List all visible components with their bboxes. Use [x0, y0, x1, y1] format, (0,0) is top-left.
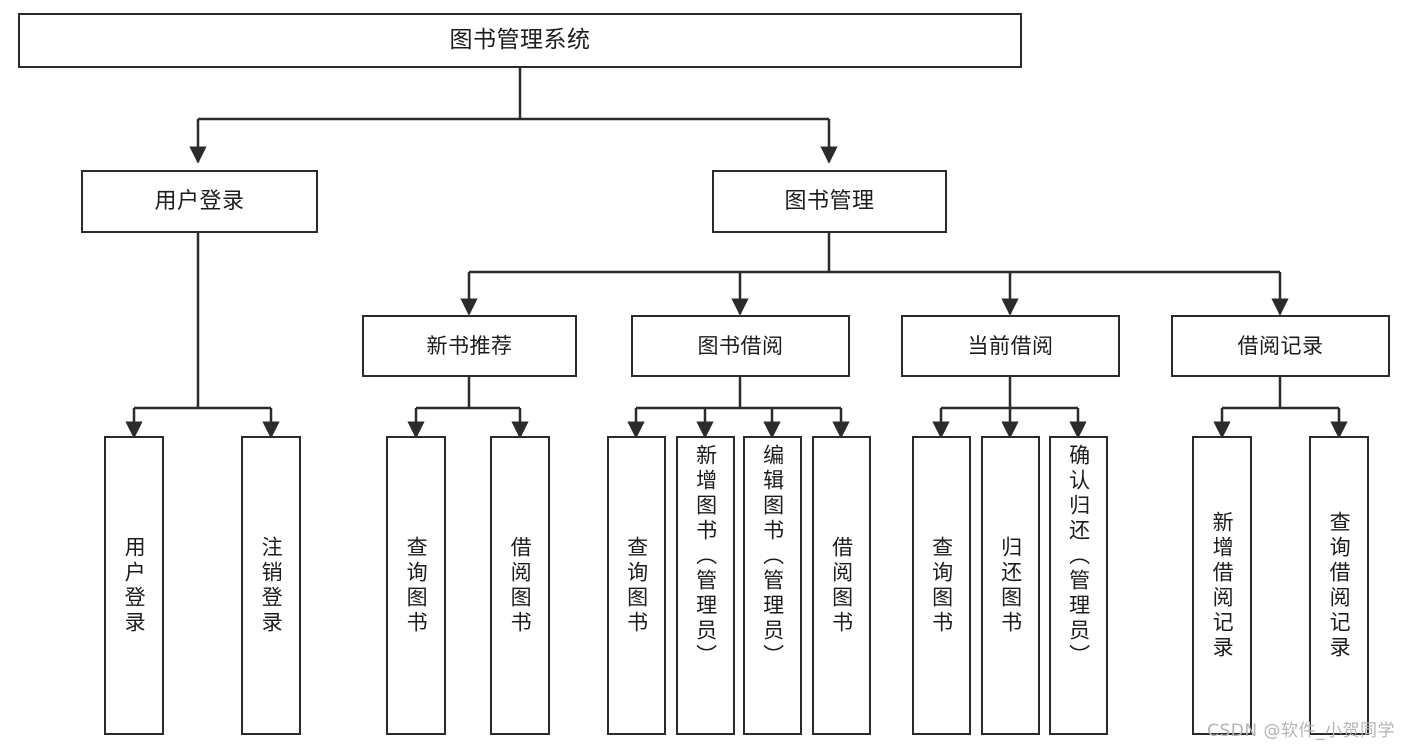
node-user-login[interactable]: 用户登录 [81, 170, 318, 233]
node-borrow-record[interactable]: 借阅记录 [1171, 315, 1390, 377]
node-label: 查询借阅记录 [1327, 510, 1352, 661]
node-label: 查询图书 [404, 535, 429, 636]
node-label: 图书借阅 [697, 333, 784, 358]
node-label: 当前借阅 [967, 333, 1054, 358]
node-label: 用户登录 [122, 535, 147, 636]
node-current-borrow[interactable]: 当前借阅 [901, 315, 1120, 377]
node-book-management[interactable]: 图书管理 [712, 170, 947, 233]
edges-book-borrow-leaves [627, 377, 850, 439]
node-label: 借阅图书 [829, 535, 854, 636]
leaf-user-login-signout[interactable]: 注销登录 [241, 436, 301, 735]
leaf-new-book-query-book[interactable]: 查询图书 [386, 436, 446, 735]
node-new-book-recommend[interactable]: 新书推荐 [362, 315, 577, 377]
node-label: 注销登录 [259, 535, 284, 636]
node-label: 图书管理 [784, 188, 875, 214]
node-root-book-management-system[interactable]: 图书管理系统 [18, 13, 1022, 68]
leaf-current-borrow-confirm-return-admin[interactable]: 确认归还（管理员） [1049, 436, 1108, 735]
leaf-current-borrow-return-book[interactable]: 归还图书 [981, 436, 1040, 735]
node-book-borrow[interactable]: 图书借阅 [631, 315, 850, 377]
node-label: 确认归还（管理员） [1066, 444, 1091, 669]
node-label: 新书推荐 [426, 333, 513, 358]
node-label: 编辑图书（管理员） [760, 444, 785, 669]
edges-current-borrow-leaves [932, 377, 1087, 439]
edges-borrow-record-leaves [1213, 377, 1348, 439]
edges-user-login-leaves [125, 233, 280, 439]
edges-level-0-to-1 [189, 68, 838, 164]
edges-new-book-leaves [407, 377, 529, 439]
leaf-book-borrow-add-book-admin[interactable]: 新增图书（管理员） [676, 436, 735, 735]
node-label: 图书管理系统 [449, 27, 591, 54]
leaf-new-book-borrow-book[interactable]: 借阅图书 [490, 436, 550, 735]
node-label: 查询图书 [624, 535, 649, 636]
node-label: 借阅记录 [1237, 333, 1324, 358]
node-label: 新增借阅记录 [1210, 510, 1235, 661]
csdn-watermark: CSDN @软件_小贺同学 [1207, 721, 1395, 741]
node-label: 归还图书 [998, 535, 1023, 636]
node-label: 新增图书（管理员） [693, 444, 718, 669]
node-label: 查询图书 [929, 535, 954, 636]
leaf-book-borrow-query-book[interactable]: 查询图书 [607, 436, 666, 735]
leaf-user-login-signin[interactable]: 用户登录 [104, 436, 164, 735]
leaf-current-borrow-query-book[interactable]: 查询图书 [912, 436, 971, 735]
leaf-borrow-record-add-record[interactable]: 新增借阅记录 [1192, 436, 1252, 735]
leaf-book-borrow-borrow-book[interactable]: 借阅图书 [812, 436, 871, 735]
node-label: 用户登录 [154, 188, 245, 214]
edges-level-1-to-2 [460, 233, 1289, 316]
leaf-borrow-record-query-record[interactable]: 查询借阅记录 [1309, 436, 1369, 735]
leaf-book-borrow-edit-book-admin[interactable]: 编辑图书（管理员） [743, 436, 802, 735]
node-label: 借阅图书 [508, 535, 533, 636]
